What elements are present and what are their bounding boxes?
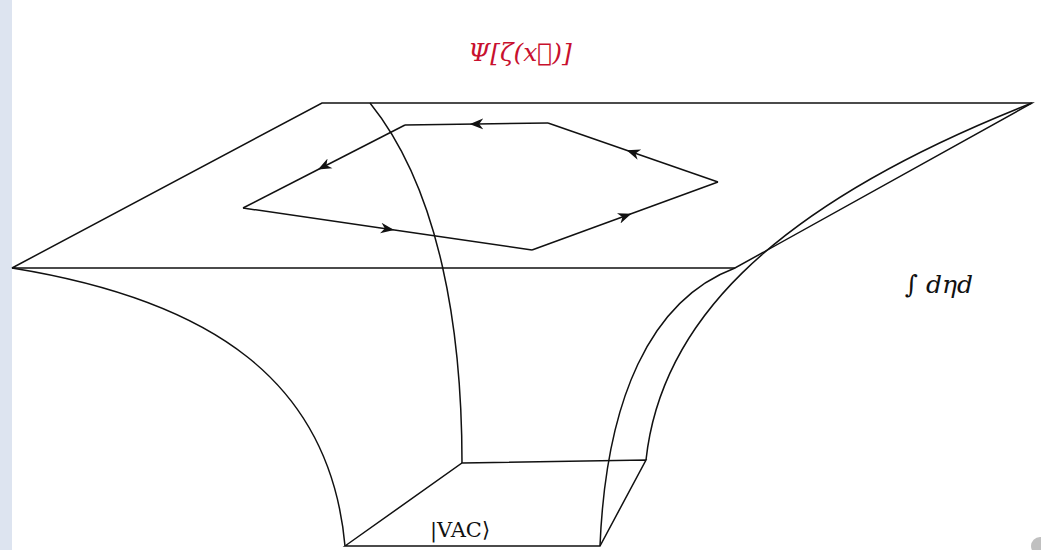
state-label: |VAC⟩ (430, 518, 490, 542)
loop-edge (405, 123, 548, 125)
side-strip (0, 0, 12, 550)
future-boundary-plane (12, 103, 1032, 268)
face-outline (345, 460, 646, 546)
spacetime-edge (646, 103, 1032, 460)
spacetime-edge (600, 268, 735, 546)
spacetime-edge (370, 103, 462, 463)
spacetime-edge (12, 268, 345, 546)
loop-polygon (243, 123, 718, 250)
loop-edge (548, 123, 718, 182)
integral-label: ∫ dηd (905, 270, 973, 299)
loop-edge (243, 208, 532, 250)
loop-edge (243, 125, 405, 208)
face-outline (343, 458, 649, 548)
wavefunction-label: Ψ[ζ(x⃗)] (468, 38, 572, 67)
logo-fragment (1031, 537, 1041, 550)
loop-edge (532, 182, 718, 250)
vacuum-face: |VAC⟩ (343, 458, 649, 548)
